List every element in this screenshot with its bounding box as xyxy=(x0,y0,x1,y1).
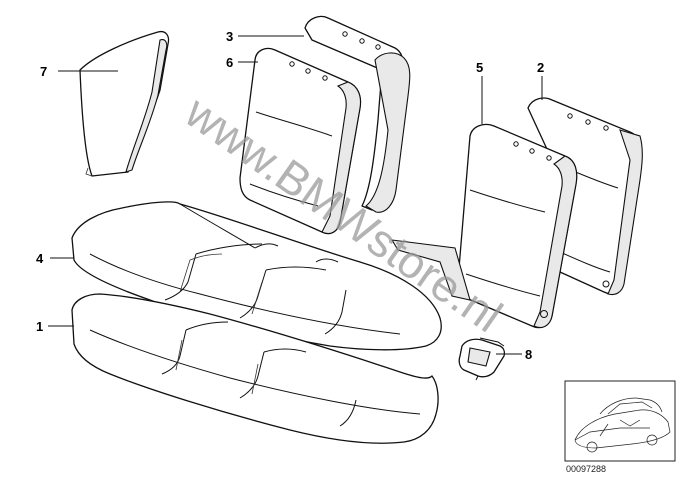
part-6-backrest-front[interactable] xyxy=(239,47,362,235)
part-5-backrest-right-front[interactable] xyxy=(457,123,578,329)
callout-6: 6 xyxy=(226,55,233,70)
part-3-backrest-rear[interactable] xyxy=(304,15,411,213)
car-thumbnail-icon xyxy=(564,380,676,462)
callout-5: 5 xyxy=(476,60,483,75)
part-1-seat-cushion-base[interactable] xyxy=(71,293,439,444)
reference-number: 00097288 xyxy=(566,464,606,474)
callout-7: 7 xyxy=(40,64,47,79)
backrest-lower-trim[interactable] xyxy=(390,239,471,301)
callout-labels: 7 3 6 5 2 4 1 8 xyxy=(36,29,544,362)
part-8-bracket[interactable] xyxy=(458,337,506,381)
callout-1: 1 xyxy=(36,319,43,334)
part-7-side-trim[interactable] xyxy=(79,30,170,177)
leader-lines xyxy=(48,35,543,355)
callout-2: 2 xyxy=(537,60,544,75)
callout-4: 4 xyxy=(36,251,44,266)
callout-8: 8 xyxy=(525,347,532,362)
callout-3: 3 xyxy=(226,29,233,44)
